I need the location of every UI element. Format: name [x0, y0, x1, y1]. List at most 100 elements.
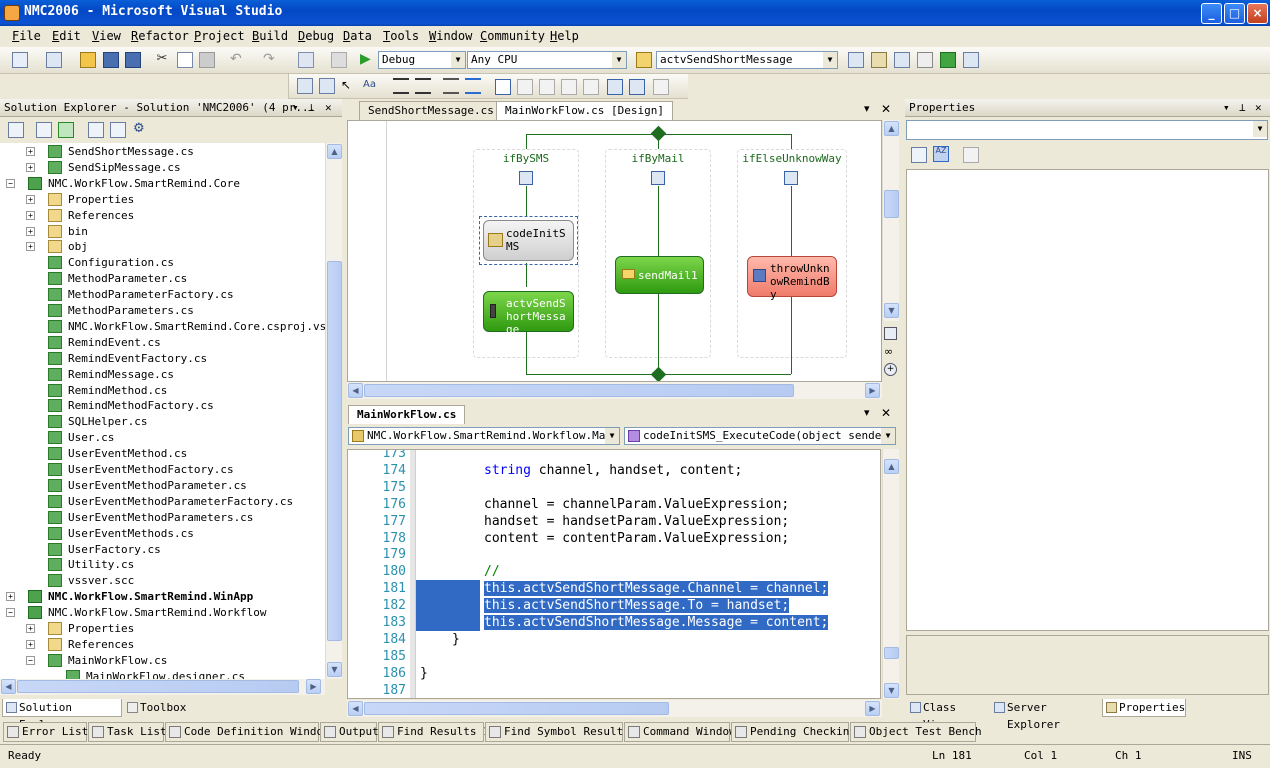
- clear-bookmarks-icon[interactable]: [653, 79, 669, 95]
- tree-item[interactable]: SQLHelper.cs: [0, 414, 325, 430]
- tree-item[interactable]: Configuration.cs: [0, 255, 325, 271]
- active-files-icon[interactable]: ▾: [864, 406, 870, 419]
- tree-item[interactable]: UserEventMethodFactory.cs: [0, 462, 325, 478]
- tree-item[interactable]: +SendSipMessage.cs: [0, 160, 325, 176]
- scroll-thumb[interactable]: [364, 702, 669, 715]
- property-grid[interactable]: [906, 169, 1269, 631]
- view-designer-icon[interactable]: [110, 122, 126, 138]
- tree-item[interactable]: UserEventMethods.cs: [0, 526, 325, 542]
- tab-command-window[interactable]: Command Window: [624, 722, 736, 742]
- solution-tree-vscroll[interactable]: ▲ ▼: [325, 143, 342, 679]
- tree-item[interactable]: vssver.scc: [0, 573, 325, 589]
- member-combo[interactable]: codeInitSMS_ExecuteCode(object sender, :…: [624, 427, 896, 445]
- expand-icon[interactable]: +: [26, 624, 35, 633]
- menu-edit[interactable]: Edit: [52, 29, 81, 43]
- refresh-icon[interactable]: [58, 122, 74, 138]
- other-windows-icon[interactable]: [963, 52, 979, 68]
- scroll-right-icon[interactable]: ▶: [865, 701, 880, 716]
- expand-icon[interactable]: +: [26, 226, 35, 236]
- solution-tree-hscroll[interactable]: ◀ ▶: [0, 679, 325, 695]
- new-project-icon[interactable]: [12, 52, 28, 68]
- show-all-files-icon[interactable]: [36, 122, 52, 138]
- scroll-thumb[interactable]: [364, 384, 794, 397]
- tree-item[interactable]: +Properties: [0, 621, 325, 637]
- bookmark-icon[interactable]: [495, 79, 511, 95]
- menu-file[interactable]: File: [12, 29, 41, 43]
- next-bookmark-icon[interactable]: [539, 79, 555, 95]
- tab-solution-explorer[interactable]: Solution Explorer: [2, 699, 122, 731]
- next-doc-bookmark-icon[interactable]: [629, 79, 645, 95]
- toolbox-icon[interactable]: [917, 52, 933, 68]
- auto-hide-pin-icon[interactable]: ⊥: [308, 101, 315, 114]
- menu-community[interactable]: Community: [480, 29, 546, 43]
- zoom-icon[interactable]: +: [884, 363, 897, 376]
- expand-icon[interactable]: +: [6, 592, 15, 602]
- binoculars-icon[interactable]: ∞: [884, 345, 894, 358]
- object-select[interactable]: ▼: [906, 120, 1268, 140]
- menu-data[interactable]: Data: [343, 29, 372, 43]
- expand-icon[interactable]: +: [26, 639, 35, 649]
- tree-item[interactable]: MainWorkFlow.designer.cs: [0, 669, 325, 679]
- tree-item[interactable]: +SendShortMessage.cs: [0, 144, 325, 160]
- undo-icon[interactable]: ↶: [230, 51, 242, 67]
- class-diagram-icon[interactable]: ⚙: [133, 121, 145, 136]
- tree-item[interactable]: −NMC.WorkFlow.SmartRemind.Workflow: [0, 605, 325, 621]
- expand-icon[interactable]: +: [26, 194, 35, 204]
- indent-icon[interactable]: [415, 78, 431, 94]
- tree-item[interactable]: −MainWorkFlow.cs: [0, 653, 325, 669]
- property-pages-icon[interactable]: [963, 147, 979, 163]
- expand-icon[interactable]: +: [26, 242, 35, 252]
- add-item-icon[interactable]: [46, 52, 62, 68]
- close-document-icon[interactable]: ✕: [881, 406, 892, 420]
- tree-item[interactable]: +References: [0, 637, 325, 653]
- scroll-left-icon[interactable]: ◀: [1, 679, 16, 694]
- expand-icon[interactable]: +: [26, 162, 35, 172]
- tab-server-explorer[interactable]: Server Explorer: [991, 699, 1101, 731]
- scroll-down-icon[interactable]: ▼: [884, 683, 899, 698]
- tab-sendshortmessage[interactable]: SendShortMessage.cs: [359, 101, 503, 120]
- condition-icon[interactable]: [651, 171, 665, 185]
- menu-refactor[interactable]: Refactor: [131, 29, 189, 43]
- scroll-thumb[interactable]: [17, 680, 299, 693]
- scroll-right-icon[interactable]: ▶: [306, 679, 321, 694]
- start-debugging-icon[interactable]: ▶: [360, 51, 371, 67]
- tree-item[interactable]: RemindEvent.cs: [0, 335, 325, 351]
- scroll-thumb[interactable]: [884, 647, 899, 659]
- auto-hide-pin-icon[interactable]: ⊥: [1239, 101, 1246, 114]
- tree-item[interactable]: +Properties: [0, 192, 325, 208]
- tab-mainworkflow-cs[interactable]: MainWorkFlow.cs: [348, 405, 466, 424]
- menu-help[interactable]: Help: [550, 29, 579, 43]
- tab-toolbox[interactable]: Toolbox: [124, 699, 194, 717]
- tab-properties[interactable]: Properties: [1102, 699, 1186, 717]
- collapse-icon[interactable]: −: [26, 655, 35, 665]
- activity-sendmail1[interactable]: sendMail1: [615, 256, 704, 294]
- tree-item[interactable]: UserEventMethodParameter.cs: [0, 478, 325, 494]
- activity-actvsendshortmessage[interactable]: actvSendShortMessage: [483, 291, 574, 336]
- close-document-icon[interactable]: ✕: [881, 102, 892, 116]
- scroll-left-icon[interactable]: ◀: [348, 383, 363, 398]
- tree-item[interactable]: NMC.WorkFlow.SmartRemind.Core.csproj.vsp…: [0, 319, 325, 335]
- open-folder-icon[interactable]: [80, 52, 96, 68]
- tree-item[interactable]: UserEventMethod.cs: [0, 446, 325, 462]
- expand-icon[interactable]: +: [26, 147, 35, 156]
- object-browser-icon[interactable]: [894, 52, 910, 68]
- scroll-up-icon[interactable]: ▲: [884, 459, 899, 474]
- scroll-down-icon[interactable]: ▼: [327, 662, 342, 677]
- tree-item[interactable]: RemindMessage.cs: [0, 367, 325, 383]
- solution-explorer-icon[interactable]: [848, 52, 864, 68]
- condition-icon[interactable]: [519, 171, 533, 185]
- tree-item[interactable]: RemindEventFactory.cs: [0, 351, 325, 367]
- tab-pending-checkins[interactable]: Pending Checkins: [731, 722, 856, 742]
- close-panel-icon[interactable]: ✕: [1255, 101, 1262, 114]
- window-position-icon[interactable]: ▾: [292, 101, 299, 114]
- condition-icon[interactable]: [784, 171, 798, 185]
- prev-doc-bookmark-icon[interactable]: [607, 79, 623, 95]
- tree-item[interactable]: Utility.cs: [0, 557, 325, 573]
- menu-window[interactable]: Window: [429, 29, 473, 43]
- class-combo[interactable]: NMC.WorkFlow.SmartRemind.Workflow.MainW▼: [348, 427, 620, 445]
- tree-item[interactable]: MethodParameters.cs: [0, 303, 325, 319]
- find-in-files-icon[interactable]: [636, 52, 652, 68]
- tree-item[interactable]: UserEventMethodParameters.cs: [0, 510, 325, 526]
- alphabetical-icon[interactable]: AZ: [933, 146, 949, 162]
